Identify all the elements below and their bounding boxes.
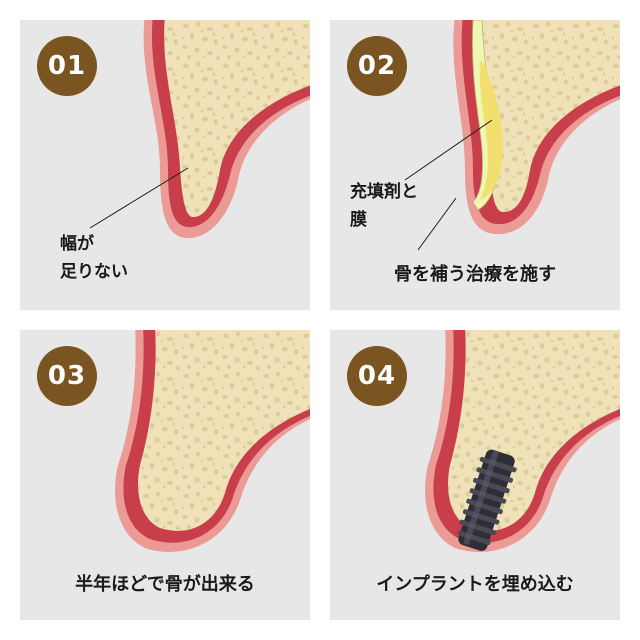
bone [474,20,620,213]
step-caption: 骨を補う治療を施す [394,264,556,285]
label-line-2: 足りない [60,262,128,282]
label-line-1: 充填剤と [350,182,418,202]
label-line-2: 膜 [350,210,367,230]
implant-screw [457,449,517,551]
pointer-line-filler [404,119,493,181]
thin-ridge-illustration [89,20,310,239]
step-panel-2: 02 充填剤と 膜 骨を補う治療を施す [330,20,620,310]
step-panel-3: 03 半年ほどで骨が出来る [20,330,310,620]
step-number-badge: 03 [37,346,97,406]
label-filler-membrane: 充填剤と 膜 [350,178,418,234]
bone [164,20,310,218]
label-line-1: 幅が [60,234,94,254]
regenerated-bone-illustration [115,330,310,552]
label-width-insufficient: 幅が 足りない [60,230,128,286]
step-panel-4: 04 インプラントを埋め込む [330,330,620,620]
step-number-badge: 04 [347,346,407,406]
step-number-badge: 02 [347,36,407,96]
step-panel-1: 01 幅が 足りない [20,20,310,310]
bone [138,330,310,531]
pointer-line-membrane [417,197,457,251]
pointer-line [89,167,189,229]
step-caption: インプラントを埋め込む [376,574,574,595]
implant-illustration [425,330,620,552]
step-number-badge: 01 [37,36,97,96]
bone-graft-illustration [404,20,620,251]
filler [479,60,503,200]
step-caption: 半年ほどで骨が出来る [75,574,255,595]
